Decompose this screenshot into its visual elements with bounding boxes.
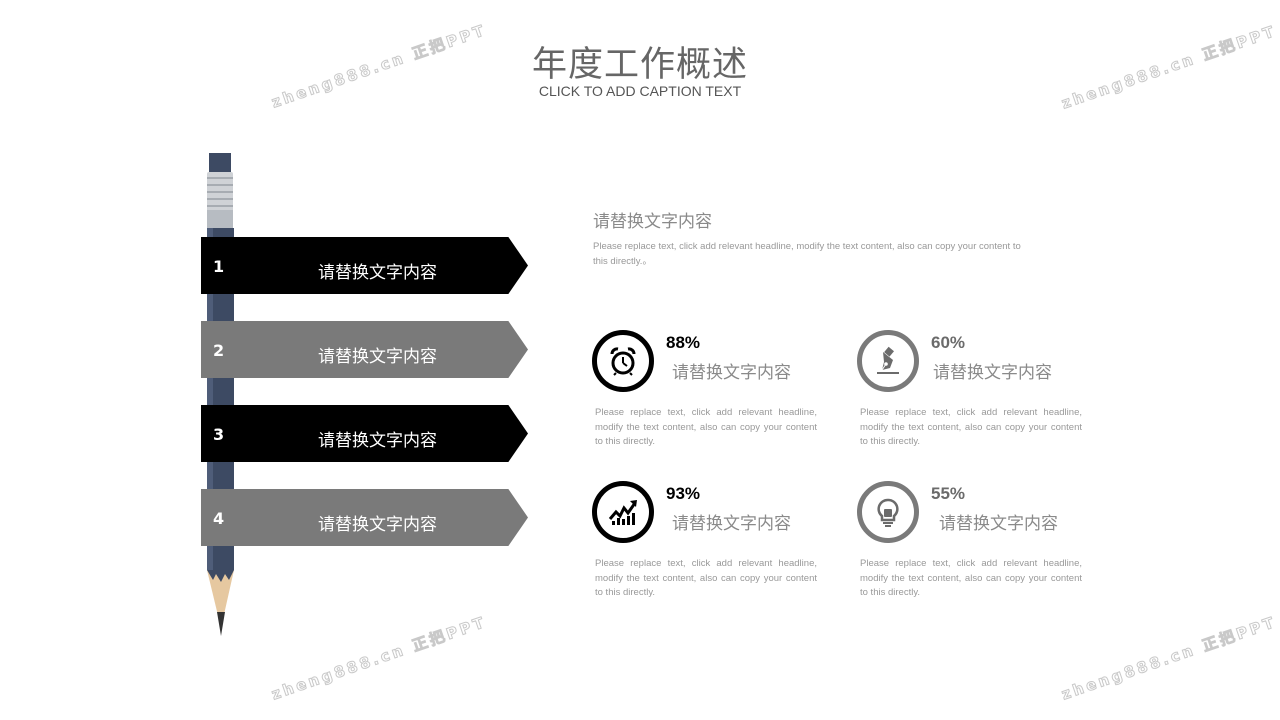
icon-circle xyxy=(592,330,654,392)
percent-value: 93% xyxy=(666,484,701,503)
stat-card-4: 55% 请替换文字内容 Please replace text, click a… xyxy=(857,481,1087,611)
percent-value: 88% xyxy=(666,333,701,352)
step-label: 请替换文字内容 xyxy=(318,347,437,367)
card-description: Please replace text, click add relevant … xyxy=(860,407,1082,447)
percent-value: 55% xyxy=(931,484,966,503)
watermark: zheng888.cn 正把PPT xyxy=(269,612,490,704)
percent-value: 60% xyxy=(931,333,966,352)
card-description: Please replace text, click add relevant … xyxy=(860,558,1082,598)
step-1-banner[interactable]: 1 请替换文字内容 xyxy=(201,237,528,294)
card-heading: 请替换文字内容 xyxy=(933,363,1052,383)
card-heading: 请替换文字内容 xyxy=(939,514,1058,534)
stat-card-3: 93% 请替换文字内容 Please replace text, click a… xyxy=(592,481,822,611)
watermark: zheng888.cn 正把PPT xyxy=(1059,612,1280,704)
trending-chart-icon xyxy=(608,500,637,525)
step-4-banner[interactable]: 4 请替换文字内容 xyxy=(201,489,528,546)
pencil-illustration xyxy=(200,150,240,640)
page-subtitle: CLICK TO ADD CAPTION TEXT xyxy=(538,83,742,99)
step-number: 1 xyxy=(213,257,225,276)
top-description: Please replace text, click add relevant … xyxy=(593,241,1021,267)
stat-card-2: 60% 请替换文字内容 Please replace text, click a… xyxy=(857,330,1087,460)
step-number: 4 xyxy=(213,509,225,528)
card-heading: 请替换文字内容 xyxy=(672,514,791,534)
card-description: Please replace text, click add relevant … xyxy=(595,407,817,447)
step-label: 请替换文字内容 xyxy=(318,515,437,535)
step-label: 请替换文字内容 xyxy=(318,431,437,451)
card-heading: 请替换文字内容 xyxy=(672,363,791,383)
step-3-banner[interactable]: 3 请替换文字内容 xyxy=(201,405,528,462)
icon-circle xyxy=(592,481,654,543)
top-heading: 请替换文字内容 xyxy=(593,212,712,232)
lightbulb-icon xyxy=(877,498,899,527)
step-number: 2 xyxy=(213,341,225,360)
step-number: 3 xyxy=(213,425,225,444)
card-description: Please replace text, click add relevant … xyxy=(595,558,817,598)
alarm-clock-icon xyxy=(610,347,636,376)
page-title: 年度工作概述 xyxy=(531,45,748,85)
stat-card-1: 88% 请替换文字内容 Please replace text, click a… xyxy=(592,330,822,460)
fountain-pen-icon xyxy=(877,346,899,374)
icon-circle xyxy=(857,481,919,543)
icon-circle xyxy=(857,330,919,392)
step-label: 请替换文字内容 xyxy=(318,263,437,283)
step-2-banner[interactable]: 2 请替换文字内容 xyxy=(201,321,528,378)
